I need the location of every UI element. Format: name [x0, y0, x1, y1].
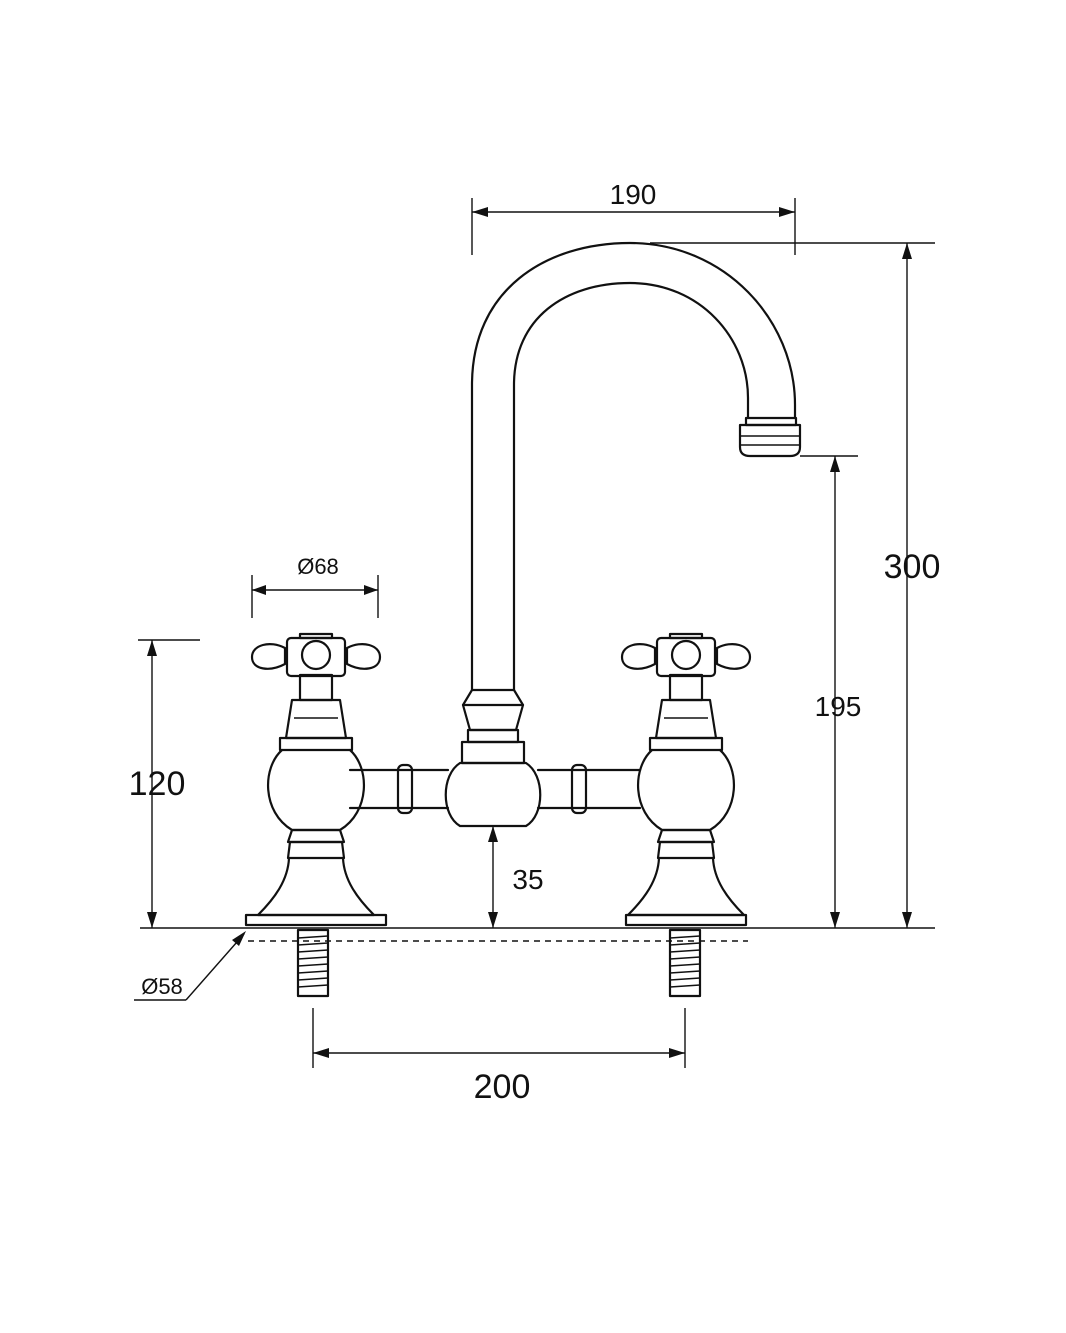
tap-height-label: 120: [129, 765, 186, 803]
dimension-spout-reach: 190: [471, 179, 796, 255]
dimension-tap-height: 120: [129, 639, 200, 928]
total-height-label: 300: [884, 548, 941, 586]
right-cross-handle: [620, 632, 752, 678]
left-pillar: [244, 673, 388, 927]
base-diameter-label: Ø58: [141, 974, 183, 999]
gooseneck-spout: [470, 241, 797, 692]
bridge-bar: [348, 763, 642, 815]
dimension-centres: 200: [312, 1008, 686, 1106]
centres-label: 200: [474, 1068, 531, 1106]
handle-diameter-label: Ø68: [297, 554, 339, 579]
left-threaded-shank: [296, 928, 330, 998]
bridge-tap-outline: [244, 241, 802, 998]
spout-clearance-label: 195: [815, 691, 862, 722]
dimension-total-height: 300: [650, 242, 941, 928]
dimension-spout-clearance: 195: [800, 455, 862, 928]
spout-reach-label: 190: [610, 179, 657, 210]
left-cross-handle: [250, 632, 382, 678]
central-body: [444, 761, 542, 828]
right-pillar: [624, 673, 748, 927]
spout-outlet: [738, 416, 802, 458]
dimension-bridge-clearance: 35: [488, 826, 544, 928]
spout-collar: [460, 688, 526, 765]
dimension-handle-diameter: Ø68: [251, 554, 379, 618]
right-threaded-shank: [668, 928, 702, 998]
dimension-base-diameter: Ø58: [134, 931, 246, 1001]
bridge-clearance-label: 35: [512, 864, 543, 895]
